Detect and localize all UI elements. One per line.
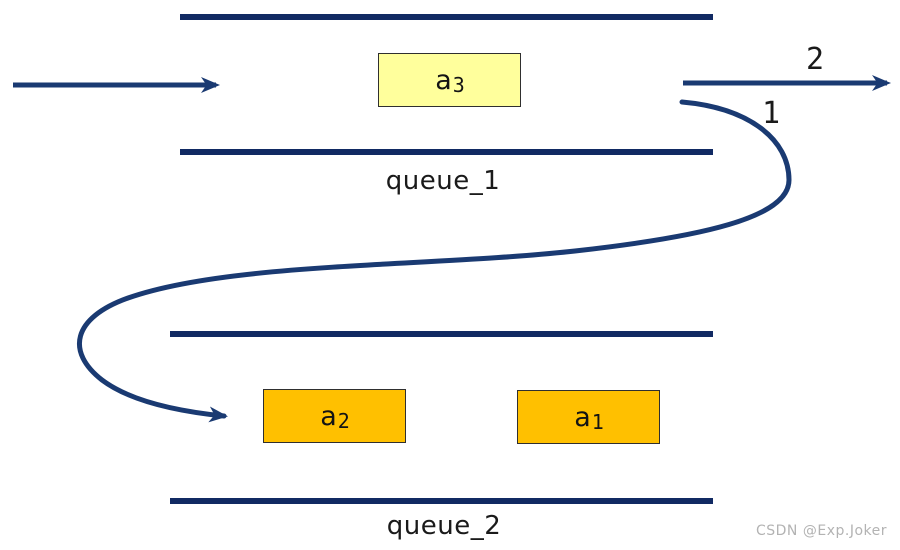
step-1-transfer-label: 1 — [762, 96, 781, 131]
item-a2-label: a — [320, 400, 337, 432]
item-a2-subscript: 2 — [337, 409, 350, 433]
item-a3-subscript: 3 — [452, 73, 465, 97]
step-2-dequeue-label: 2 — [806, 42, 825, 77]
queue1-caption: queue_1 — [385, 166, 501, 196]
csdn-watermark: CSDN @Exp.Joker — [755, 523, 887, 539]
item-a1-label: a — [574, 401, 591, 433]
item-a3-label: a — [435, 64, 452, 96]
transfer-curve-arrow-icon — [76, 99, 792, 423]
queue2-caption: queue_2 — [386, 511, 502, 541]
item-a1-subscript: 1 — [591, 410, 604, 434]
